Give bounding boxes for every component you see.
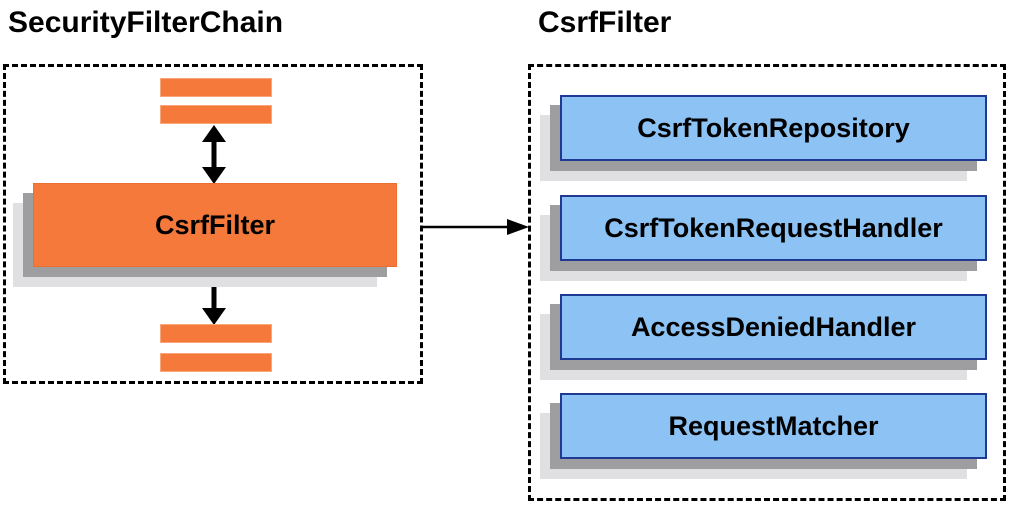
double-arrow-icon (202, 125, 226, 184)
csrf-filter-label: CsrfFilter (154, 209, 276, 240)
arrow-right-icon (423, 219, 529, 235)
component-box-csrf-token-repository: CsrfTokenRepository (560, 95, 987, 161)
other-filter-bar (160, 78, 272, 97)
component-box-csrf-token-request-handler: CsrfTokenRequestHandler (560, 195, 987, 261)
component-label: CsrfTokenRepository (637, 112, 910, 143)
arrow-head-right (507, 219, 529, 235)
security-filter-chain-container (3, 64, 423, 384)
left-panel-title: SecurityFilterChain (8, 6, 284, 39)
component-label: AccessDeniedHandler (630, 311, 917, 342)
component-box-access-denied-handler: AccessDeniedHandler (560, 294, 987, 360)
other-filter-bar (160, 353, 272, 372)
right-panel-title: CsrfFilter (538, 6, 672, 39)
component-label: CsrfTokenRequestHandler (604, 212, 943, 243)
arrow-head-up (202, 125, 226, 142)
component-box-request-matcher: RequestMatcher (560, 393, 987, 459)
component-label: RequestMatcher (668, 410, 879, 441)
csrf-filter-components-container (528, 64, 1006, 501)
arrow-head-down (202, 167, 226, 184)
other-filter-bar (160, 105, 272, 124)
arrow-head-down (202, 308, 226, 325)
csrf-filter-box: CsrfFilter (33, 183, 397, 267)
other-filter-bar (160, 324, 272, 343)
